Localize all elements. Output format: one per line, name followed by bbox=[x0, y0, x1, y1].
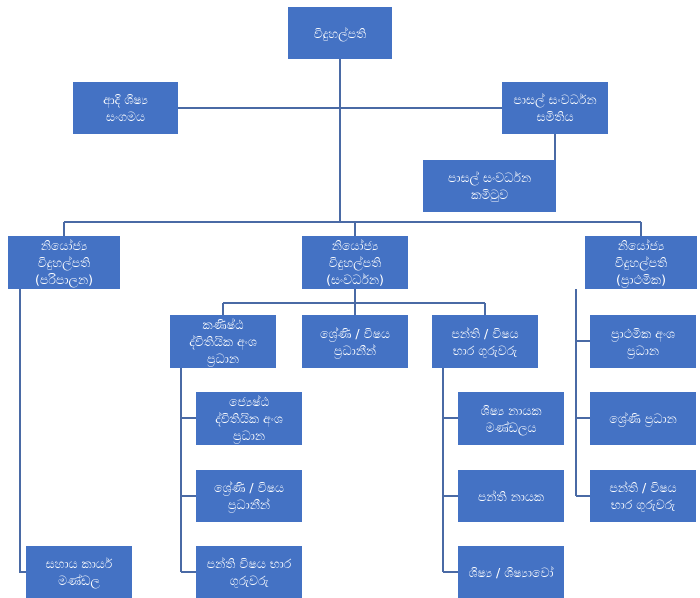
box-class-subject-teachers-primary: පන්ති / විෂය භාර ගුරුවරු bbox=[590, 470, 696, 522]
box-past-pupils-association: ආදි ශිෂ්‍ය සංගමය bbox=[73, 82, 178, 134]
box-class-subject-teachers: පන්ති / විෂය භාර ගුරුවරු bbox=[432, 315, 538, 368]
box-grade-subject-heads-secondary: ශ්‍රේණි / විෂය ප්‍රධානීන් bbox=[196, 470, 302, 522]
box-grade-subject-heads: ශ්‍රේණි / විෂය ප්‍රධානීන් bbox=[302, 315, 408, 368]
box-prefects-council: ශිෂ්‍ය නායක මණ්ඩලය bbox=[458, 392, 564, 445]
box-grade-heads-primary: ශ්‍රේණි ප්‍රධාන bbox=[590, 392, 696, 445]
box-students: ශිෂ්‍ය / ශිෂ්‍යාවෝ bbox=[458, 546, 564, 598]
box-school-development-society: පාසල් සංවර්ධන සමිතිය bbox=[502, 82, 608, 134]
box-class-subject-teachers-secondary: පන්ති විෂය භාර ගුරුවරු bbox=[196, 546, 302, 598]
box-deputy-primary: නියෝජ්‍ය විදුහල්පති (ප්‍රාථමික) bbox=[585, 236, 697, 289]
connector-admin-support bbox=[19, 289, 26, 573]
box-principal: විදුහල්පති bbox=[288, 7, 392, 59]
box-deputy-development: නියෝජ්‍ය විදුහල්පති (සංවර්ධන) bbox=[302, 236, 408, 289]
box-support-staff: සහාය කාර්ය මණ්ඩල bbox=[26, 546, 132, 598]
box-senior-secondary-head: ජ්‍යෙෂ්ඨ ද්විතියික අංශ ප්‍රධාන bbox=[196, 392, 302, 445]
box-primary-section-head: ප්‍රාථමික අංශ ප්‍රධාන bbox=[590, 315, 696, 368]
box-school-development-committee: පාසල් සංවර්ධන කමිටුව bbox=[423, 160, 556, 212]
box-deputy-admin: නියෝජ්‍ය විදුහල්පති (පරිපාලන) bbox=[8, 236, 120, 289]
box-class-prefects: පන්ති නායක bbox=[458, 470, 564, 522]
box-junior-secondary-head: කණිෂ්ඨ ද්විතියික අංශ ප්‍රධාන bbox=[170, 315, 276, 368]
